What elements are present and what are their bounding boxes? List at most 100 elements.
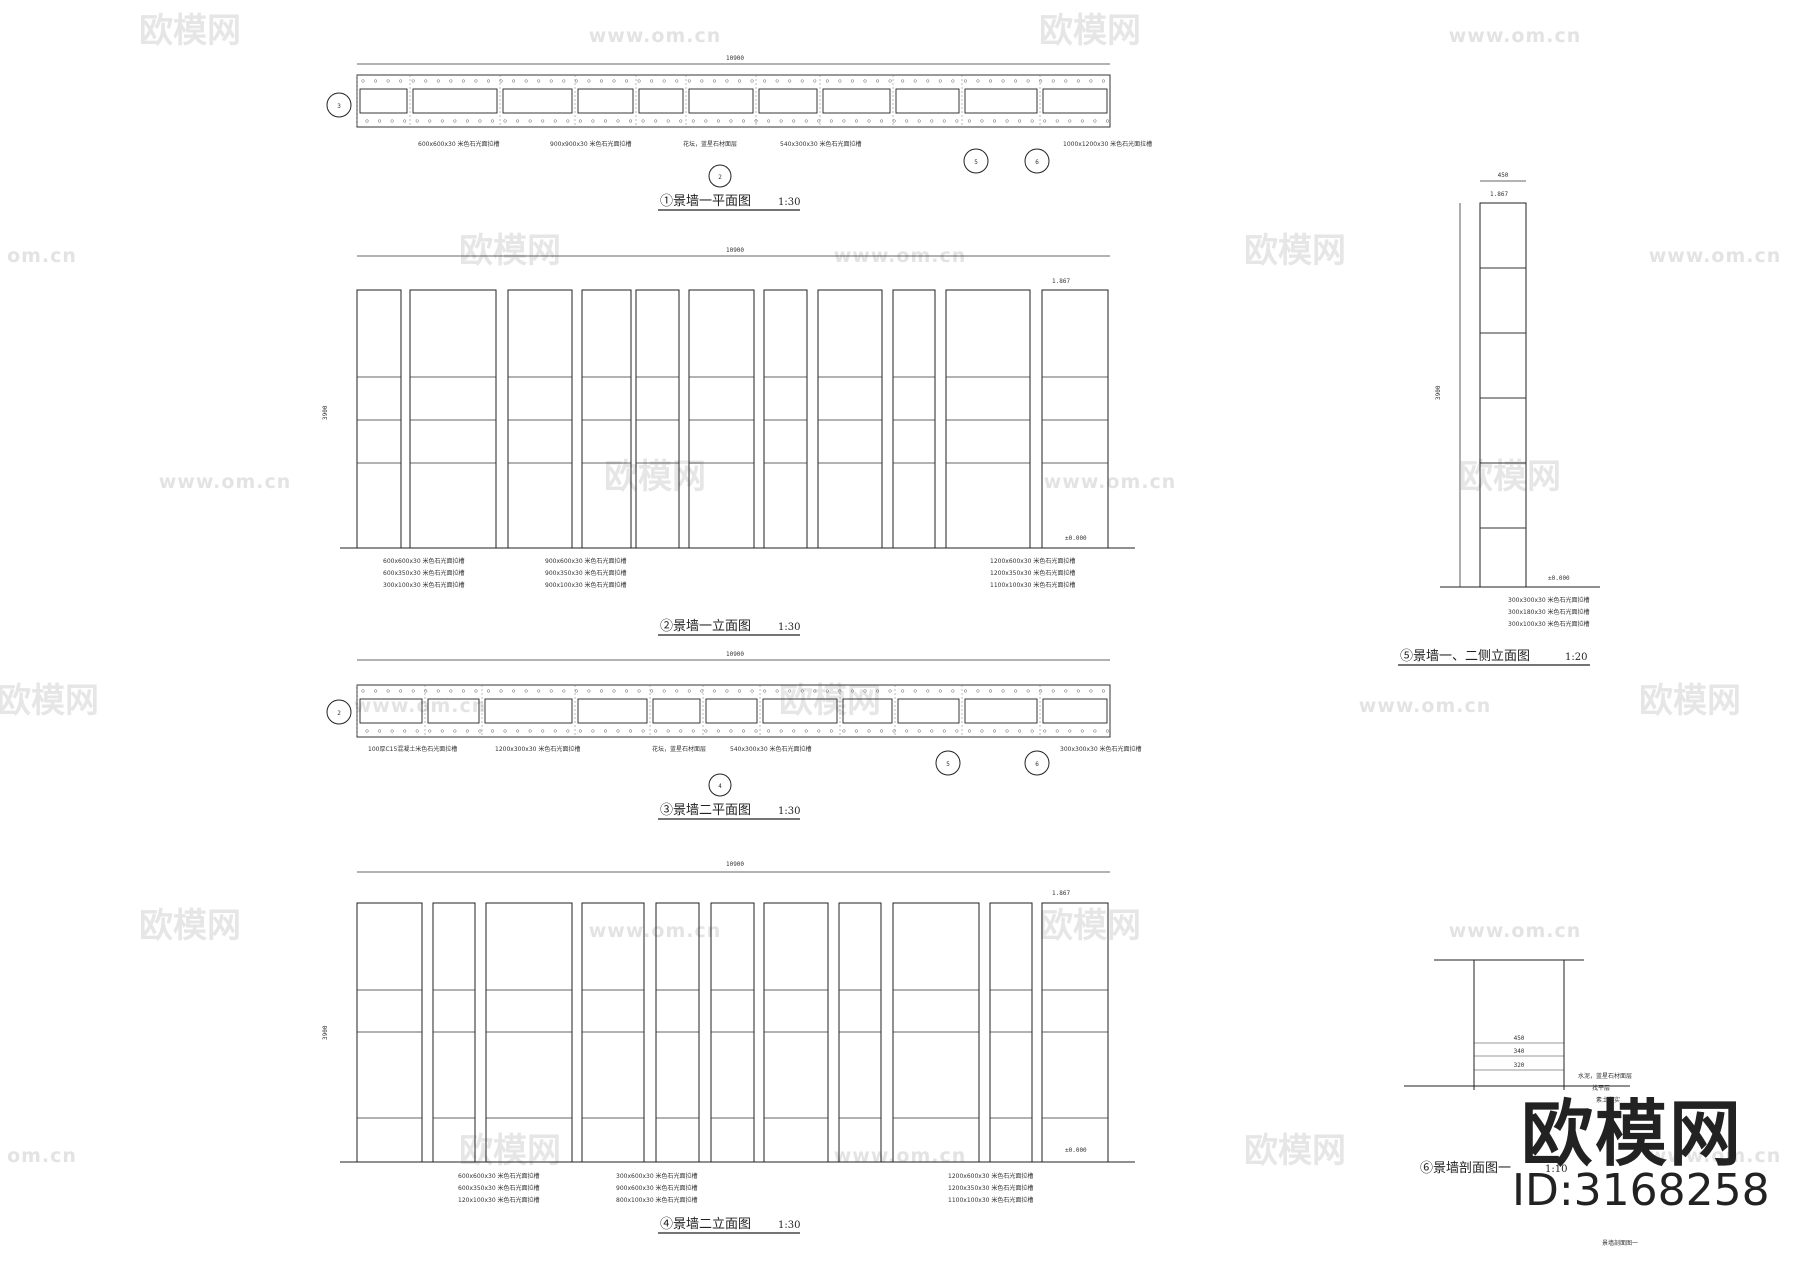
- plan-cell: [484, 698, 573, 724]
- wall-panel: [763, 289, 808, 549]
- svg-text:4: 4: [718, 783, 722, 790]
- elev2-note-right-2: 1200x350x30 米色石光面拉槽: [948, 1184, 1033, 1192]
- plan1-section-mark-6: 6: [1024, 148, 1050, 174]
- svg-text:2: 2: [337, 710, 341, 717]
- section-drawing: 450 340 320 水泥，蓝星石材面层 找平层 素土夯实 ⑥景墙剖面图一 1…: [1404, 959, 1638, 1247]
- plan2-title: ③景墙二平面图: [660, 803, 751, 818]
- plan-cell: [427, 698, 480, 724]
- wall-panel: [892, 289, 936, 549]
- side-note-1: 300x300x30 米色石光面拉槽: [1508, 596, 1590, 604]
- plan1-section-mark-3: 3: [326, 92, 352, 118]
- elev2-height-dim: 3900: [322, 1025, 329, 1040]
- plan1-section-mark-2: 2: [708, 164, 732, 188]
- plan2-section-mark-4: 4: [708, 773, 732, 797]
- side-elevation-drawing: 450 1.867 3900 ±0.000 300x300x30 米色石光面拉槽…: [1398, 172, 1600, 666]
- watermark-url-partial: om.cn: [7, 1145, 77, 1167]
- watermark-url: www.om.cn: [1649, 1145, 1782, 1167]
- watermark-brand: 欧模网: [139, 11, 241, 51]
- plan2-note-5: 300x300x30 米色石光面拉槽: [1060, 745, 1142, 753]
- elev1-title: ②景墙一立面图: [660, 619, 751, 634]
- plan2-section-mark-6: 6: [1024, 750, 1050, 776]
- plan-cell: [842, 698, 893, 724]
- plan-cell: [964, 88, 1038, 114]
- plan2-scale: 1:30: [778, 806, 800, 817]
- side-level-base: ±0.000: [1548, 575, 1570, 582]
- watermark-url: www.om.cn: [589, 25, 722, 47]
- plan1-note-2: 900x900x30 米色石光面拉槽: [550, 140, 632, 148]
- elev2-title: ④景墙二立面图: [660, 1217, 751, 1232]
- elev1-note-right-2: 1200x350x30 米色石光面拉槽: [990, 569, 1075, 577]
- watermark-url: www.om.cn: [1044, 471, 1177, 493]
- elev1-total-dim: 10900: [726, 247, 744, 254]
- section-title: ⑥景墙剖面图一: [1420, 1161, 1511, 1176]
- wall-panel: [485, 902, 573, 1163]
- plan2-note-3: 花坛，蓝星石材面层: [652, 745, 706, 753]
- elev2-note-left-1: 600x600x30 米色石光面拉槽: [458, 1172, 540, 1180]
- elev2-note-mid-1: 300x600x30 米色石光面拉槽: [616, 1172, 698, 1180]
- plan1-note-1: 600x600x30 米色石光面拉槽: [418, 140, 500, 148]
- plan-cell: [758, 88, 818, 114]
- watermark-layer: 欧模网欧模网欧模网欧模网欧模网欧模网欧模网欧模网欧模网欧模网欧模网欧模网欧模网w…: [0, 11, 1782, 1171]
- elev1-note-mid-3: 900x100x30 米色石光面拉槽: [545, 581, 627, 589]
- side-title: ⑤景墙一、二侧立面图: [1400, 649, 1530, 664]
- watermark-brand: 欧模网: [139, 906, 241, 946]
- watermark-url: www.om.cn: [1449, 920, 1582, 942]
- plan2-total-dim: 10900: [726, 651, 744, 658]
- elev2-note-right-3: 1100x100x30 米色石光面拉槽: [948, 1196, 1033, 1204]
- watermark-url-partial: om.cn: [7, 245, 77, 267]
- plan-cell: [359, 698, 423, 724]
- wall-panel: [409, 289, 497, 549]
- watermark-brand: 欧模网: [1639, 681, 1741, 721]
- elev2-total-dim: 10900: [726, 861, 744, 868]
- side-height-dim: 3900: [1435, 385, 1442, 400]
- wall-panel: [763, 902, 829, 1163]
- section-note-3: 素土夯实: [1596, 1096, 1620, 1104]
- plan-cell: [577, 698, 648, 724]
- elev2-scale: 1:30: [778, 1220, 800, 1231]
- plan1-total-dim: 10900: [726, 55, 744, 62]
- elev2-level-base: ±0.000: [1065, 1147, 1087, 1154]
- elevation-2-drawing: 10900 3900 1.867 ±0.000 600x600x30 米色石光面…: [322, 861, 1135, 1234]
- brand-logo-text: 欧模网: [1520, 1092, 1743, 1176]
- plan-cell: [359, 88, 408, 114]
- watermark-brand: 欧模网: [1244, 231, 1346, 271]
- plan-cell: [964, 698, 1038, 724]
- elev1-level-top: 1.867: [1052, 278, 1070, 285]
- wall-panel: [1041, 289, 1109, 549]
- plan-1-drawing: 10900 600x600x30 米色石光面拉槽 900x900x30 米色石光…: [326, 55, 1152, 211]
- plan-cell: [688, 88, 754, 114]
- wall-panel: [635, 289, 680, 549]
- side-width-dim: 450: [1498, 172, 1509, 179]
- elev1-note-mid-2: 900x350x30 米色石光面拉槽: [545, 569, 627, 577]
- side-scale: 1:20: [1565, 652, 1587, 663]
- plan-cell: [895, 88, 960, 114]
- plan-cell: [705, 698, 758, 724]
- watermark-url: www.om.cn: [834, 1145, 967, 1167]
- wall-panel: [432, 902, 476, 1163]
- elev1-height-dim: 3900: [322, 405, 329, 420]
- svg-text:2: 2: [718, 174, 722, 181]
- watermark-brand: 欧模网: [1039, 906, 1141, 946]
- elev1-note-left-3: 300x100x30 米色石光面拉槽: [383, 581, 465, 589]
- plan-cell: [762, 698, 838, 724]
- section-dim-450: 450: [1514, 1035, 1525, 1042]
- watermark-brand: 欧模网: [1039, 11, 1141, 51]
- plan2-section-mark-5: 5: [935, 750, 961, 776]
- elev2-note-mid-3: 800x100x30 米色石光面拉槽: [616, 1196, 698, 1204]
- svg-text:6: 6: [1035, 761, 1039, 768]
- watermark-url: www.om.cn: [354, 695, 487, 717]
- wall-panel: [989, 902, 1033, 1163]
- elev2-note-mid-2: 900x600x30 米色石光面拉槽: [616, 1184, 698, 1192]
- svg-text:5: 5: [946, 761, 950, 768]
- wall-panel: [356, 289, 402, 549]
- elev2-level-top: 1.867: [1052, 890, 1070, 897]
- plan1-scale: 1:30: [778, 197, 800, 208]
- plan2-note-2: 1200x300x30 米色石光面拉槽: [495, 745, 580, 753]
- wall-panel: [356, 902, 423, 1163]
- elev1-note-left-1: 600x600x30 米色石光面拉槽: [383, 557, 465, 565]
- wall-panel: [817, 289, 883, 549]
- plan2-note-4: 540x300x30 米色石光面拉槽: [730, 745, 812, 753]
- plan1-note-3: 花坛，蓝星石材面层: [683, 140, 737, 148]
- plan-cell: [577, 88, 634, 114]
- watermark-url: www.om.cn: [1649, 245, 1782, 267]
